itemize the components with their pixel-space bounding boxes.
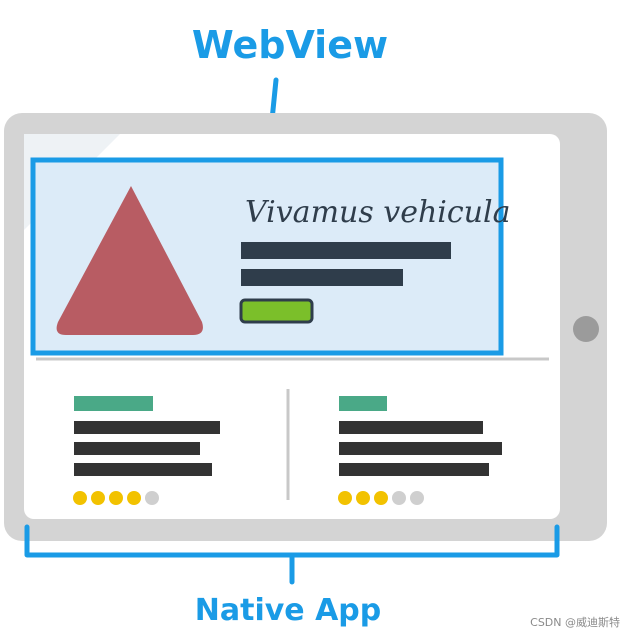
card-text-line (339, 463, 489, 476)
webview-action-button[interactable] (239, 298, 314, 324)
rating-stars (73, 491, 159, 505)
native-card-2[interactable] (338, 396, 502, 505)
card-tag (339, 396, 387, 411)
star-empty-icon (410, 491, 424, 505)
webview-heading: Vivamus vehicula (245, 195, 511, 230)
card-text-line (339, 442, 502, 455)
card-text-line (74, 442, 200, 455)
star-filled-icon (338, 491, 352, 505)
card-text-line (339, 421, 483, 434)
card-text-line (74, 463, 212, 476)
star-empty-icon (392, 491, 406, 505)
star-filled-icon (109, 491, 123, 505)
webview-text-line-2 (241, 269, 403, 286)
star-filled-icon (127, 491, 141, 505)
star-filled-icon (91, 491, 105, 505)
home-button[interactable] (573, 316, 599, 342)
card-tag (74, 396, 153, 411)
hero-triangle (56, 186, 203, 335)
rating-stars (338, 491, 424, 505)
native-app-label: Native App (195, 593, 382, 628)
native-card-1[interactable] (73, 396, 220, 505)
watermark: CSDN @威迪斯特 (530, 615, 620, 629)
card-text-line (74, 421, 220, 434)
star-filled-icon (73, 491, 87, 505)
star-filled-icon (374, 491, 388, 505)
star-empty-icon (145, 491, 159, 505)
star-filled-icon (356, 491, 370, 505)
webview-text-line-1 (241, 242, 451, 259)
webview-label: WebView (192, 23, 388, 67)
